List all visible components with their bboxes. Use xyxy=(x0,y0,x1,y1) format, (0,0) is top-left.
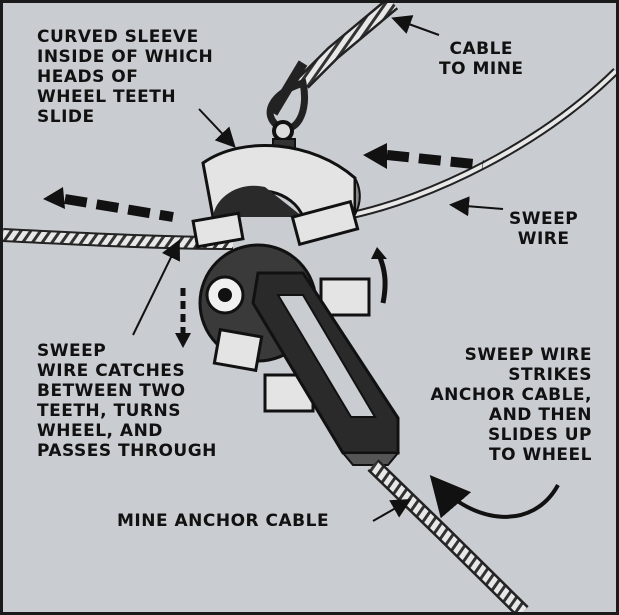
mine-cutter-illustration xyxy=(3,3,616,612)
label-line: STRIKES xyxy=(508,365,592,385)
curved-sleeve xyxy=(201,143,361,225)
label-line: SLIDE xyxy=(37,107,95,127)
label-line: WHEEL TEETH xyxy=(37,87,177,107)
label-curved-sleeve: CURVED SLEEVE INSIDE OF WHICH HEADS OF W… xyxy=(37,27,213,127)
sweep-wire-right xyxy=(342,68,616,221)
cable-to-mine-rope xyxy=(266,3,399,156)
label-line: BETWEEN TWO xyxy=(37,381,186,401)
mine-anchor-cable-rope xyxy=(367,459,529,612)
label-cable-to-mine: CABLE TO MINE xyxy=(439,39,524,79)
label-line: SWEEP xyxy=(37,341,107,361)
label-line: SWEEP WIRE xyxy=(464,345,592,365)
label-line: CABLE xyxy=(449,39,514,59)
motion-arrow-left xyxy=(43,187,174,222)
label-line: CURVED SLEEVE xyxy=(37,27,199,47)
label-line: PASSES THROUGH xyxy=(37,441,217,461)
label-sweep-wire-catches: SWEEP WIRE CATCHES BETWEEN TWO TEETH, TU… xyxy=(37,341,217,461)
label-line: SLIDES UP xyxy=(487,425,592,445)
label-mine-anchor-cable: MINE ANCHOR CABLE xyxy=(117,511,329,531)
label-line: WHEEL, AND xyxy=(37,421,163,441)
label-line: TO WHEEL xyxy=(488,445,592,465)
label-line: AND THEN xyxy=(488,405,592,425)
label-line: TO MINE xyxy=(439,59,524,79)
rotation-arrow-left xyxy=(175,288,191,348)
label-line: MINE ANCHOR CABLE xyxy=(117,511,330,531)
label-line: WIRE xyxy=(517,229,570,249)
label-line: WIRE CATCHES xyxy=(37,361,186,381)
label-sweep-wire-strikes: SWEEP WIRE STRIKES ANCHOR CABLE, AND THE… xyxy=(430,345,592,465)
cutter-yoke xyxy=(251,271,401,466)
label-line: INSIDE OF WHICH xyxy=(37,47,214,67)
label-line: SWEEP xyxy=(509,209,579,229)
motion-arrow-top xyxy=(363,143,484,170)
rotation-arrow-right xyxy=(371,247,388,304)
label-line: HEADS OF xyxy=(37,67,139,87)
label-sweep-wire: SWEEP WIRE xyxy=(509,209,578,249)
leader-lines xyxy=(132,15,560,522)
label-line: TEETH, TURNS xyxy=(37,401,181,421)
label-line: ANCHOR CABLE, xyxy=(430,385,592,405)
